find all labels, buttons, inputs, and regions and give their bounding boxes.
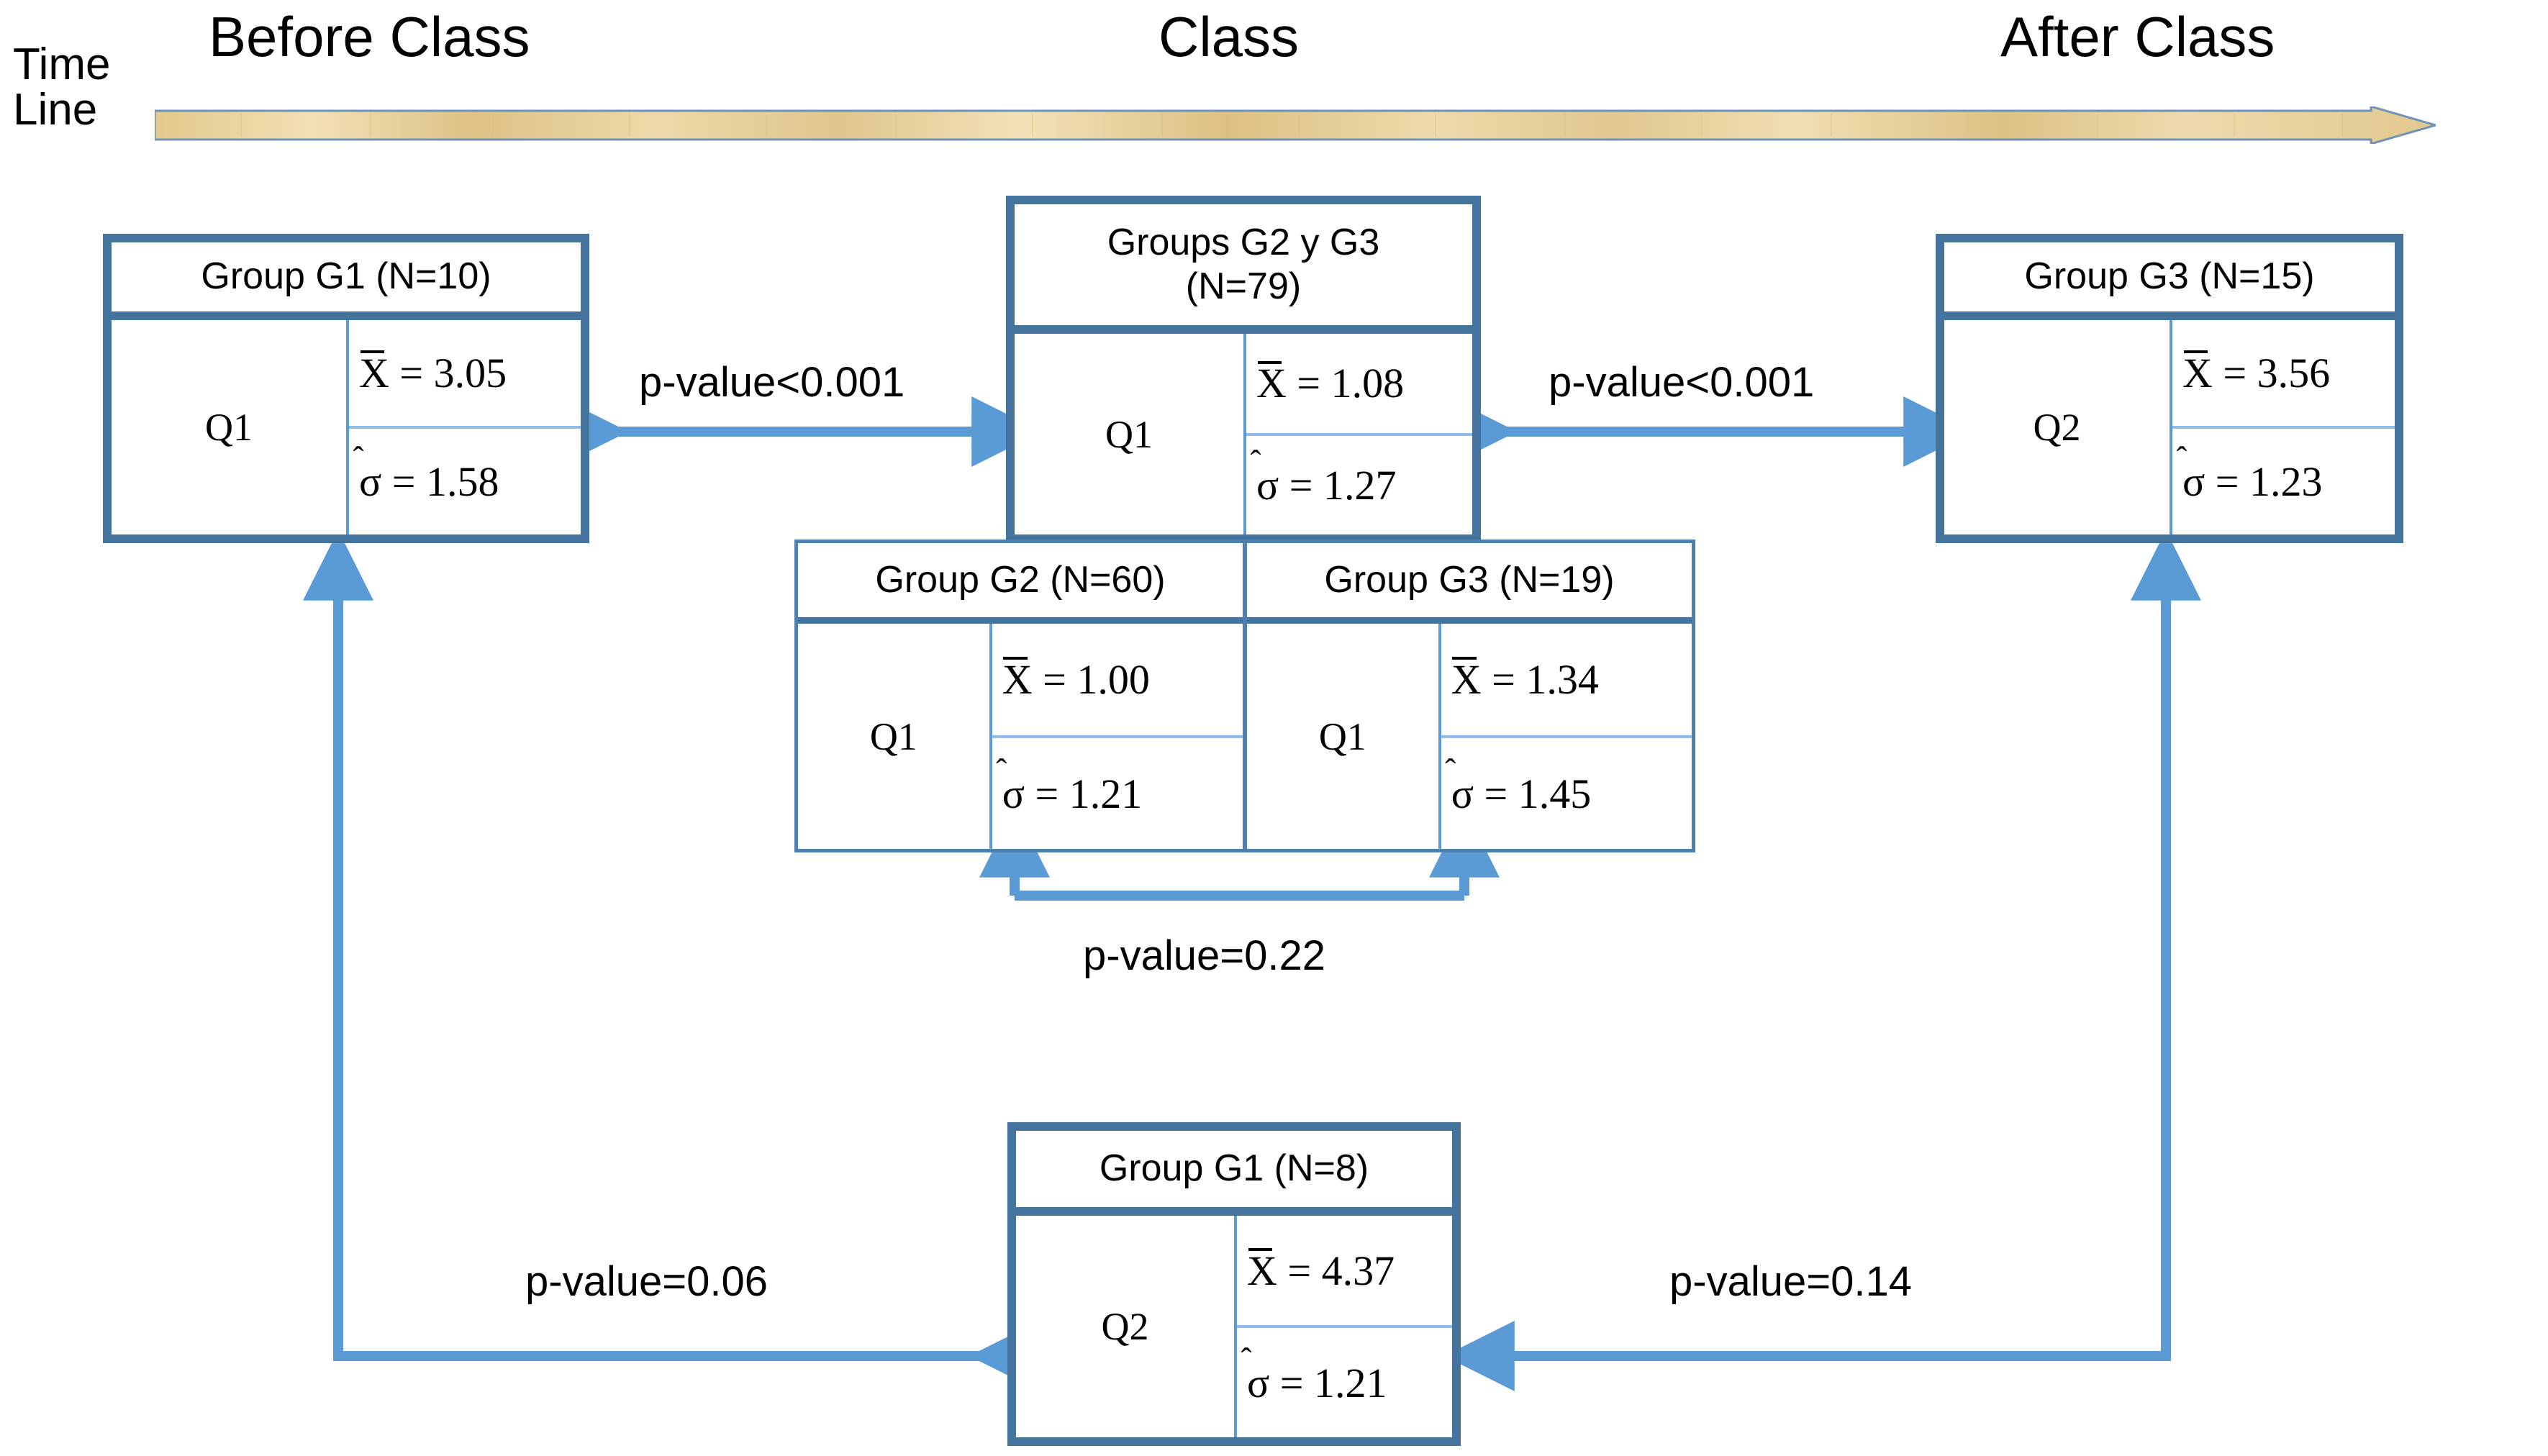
sd-symbol: ̂σ [2182,458,2205,505]
sd-stat: ̂σ = 1.45 [1441,738,1692,850]
box-group-g1-before-class[interactable]: Group G1 (N=10) Q1 X = 3.05 ̂σ = 1.58 [103,234,589,543]
timeline-phase-after-class: After Class [2000,5,2275,68]
stats-column: X = 1.00 ̂σ = 1.21 [989,624,1243,850]
timeline-row-label-line1: Time [13,40,111,89]
sd-stat: ̂σ = 1.23 [2172,429,2395,534]
sd-stat: ̂σ = 1.27 [1246,436,1472,535]
mean-stat: X = 1.08 [1246,334,1472,436]
stats-column: X = 1.08 ̂σ = 1.27 [1243,334,1472,534]
mean-symbol: X [1247,1247,1277,1294]
sd-stat: ̂σ = 1.58 [349,429,581,534]
mean-stat: X = 1.34 [1441,624,1692,738]
mean-value: = 1.34 [1492,656,1599,703]
timeline-phase-class: Class [1159,5,1300,68]
stats-column: X = 3.05 ̂σ = 1.58 [346,320,581,534]
box-title: Group G3 (N=15) [1944,242,2395,320]
box-body: Q1 X = 3.05 ̂σ = 1.58 [112,320,581,534]
sd-value: = 1.23 [2215,458,2323,505]
box-title: Group G3 (N=19) [1247,543,1692,624]
sd-symbol: ̂σ [359,458,382,505]
sd-value: = 1.27 [1289,461,1397,509]
quarter-label: Q1 [1105,412,1153,456]
sd-symbol: ̂σ [1002,770,1025,817]
mean-stat: X = 3.05 [349,320,581,429]
box-title: Group G1 (N=8) [1016,1131,1452,1216]
mean-value: = 1.00 [1043,656,1150,703]
box-title-line2: (N=79) [1185,265,1302,307]
box-body: Q2 X = 4.37 ̂σ = 1.21 [1016,1216,1452,1437]
quarter-label: Q2 [2033,406,2081,449]
mean-symbol: X [1451,656,1482,703]
box-title: Groups G2 y G3 (N=79) [1015,204,1472,334]
mean-value: = 3.05 [399,350,507,396]
mean-symbol: X [1002,656,1033,703]
mean-stat: X = 3.56 [2172,320,2395,429]
box-body: Q1 X = 1.00 ̂σ = 1.21 [798,624,1243,850]
pvalue-g2-vs-g3-class: p-value=0.22 [1083,932,1325,979]
quarter-label: Q2 [1101,1305,1149,1348]
box-body: Q2 X = 3.56 ̂σ = 1.23 [1944,320,2395,534]
box-group-g3-class[interactable]: Group G3 (N=19) Q1 X = 1.34 ̂σ = 1.45 [1243,540,1695,852]
box-groups-g2-g3-class[interactable]: Groups G2 y G3 (N=79) Q1 X = 1.08 ̂σ = 1… [1006,196,1481,543]
sd-value: = 1.21 [1035,770,1143,817]
stats-column: X = 4.37 ̂σ = 1.21 [1234,1216,1452,1437]
mean-symbol: X [1256,360,1287,407]
stats-column: X = 1.34 ̂σ = 1.45 [1438,624,1692,850]
timeline-arrow-bar [155,106,2436,144]
sd-value: = 1.21 [1279,1359,1387,1406]
pvalue-class-vs-g3after: p-value<0.001 [1549,359,1815,406]
sd-symbol: ̂σ [1451,770,1474,817]
mean-symbol: X [359,350,389,396]
mean-symbol: X [2182,350,2213,396]
mean-value: = 4.37 [1287,1247,1395,1294]
mean-value: = 1.08 [1297,360,1405,407]
quarter-label: Q1 [1318,715,1366,758]
quarter-label: Q1 [869,715,917,758]
sd-stat: ̂σ = 1.21 [992,738,1243,850]
box-group-g3-after-class[interactable]: Group G3 (N=15) Q2 X = 3.56 ̂σ = 1.23 [1936,234,2403,543]
box-group-g2-class[interactable]: Group G2 (N=60) Q1 X = 1.00 ̂σ = 1.21 [794,540,1246,852]
mean-stat: X = 4.37 [1237,1216,1452,1328]
box-title: Group G2 (N=60) [798,543,1243,624]
timeline-row-label: Time Line [13,40,111,135]
timeline-row-label-line2: Line [13,85,98,135]
stats-column: X = 3.56 ̂σ = 1.23 [2170,320,2395,534]
box-title-line1: Groups G2 y G3 [1107,221,1380,263]
box-title: Group G1 (N=10) [112,242,581,320]
mean-value: = 3.56 [2223,350,2331,396]
sd-symbol: ̂σ [1256,461,1279,509]
quarter-label: Q1 [205,406,253,449]
box-body: Q1 X = 1.08 ̂σ = 1.27 [1015,334,1472,534]
sd-value: = 1.58 [391,458,499,505]
sd-value: = 1.45 [1484,770,1592,817]
pvalue-g1before-vs-g1after: p-value=0.06 [525,1258,768,1305]
pvalue-g3after-vs-g1after: p-value=0.14 [1669,1258,1912,1305]
timeline-phase-before-class: Before Class [209,5,530,68]
sd-stat: ̂σ = 1.21 [1237,1328,1452,1437]
pvalue-g1before-vs-class: p-value<0.001 [639,359,905,406]
box-group-g1-after-class[interactable]: Group G1 (N=8) Q2 X = 4.37 ̂σ = 1.21 [1007,1122,1461,1446]
box-body: Q1 X = 1.34 ̂σ = 1.45 [1247,624,1692,850]
mean-stat: X = 1.00 [992,624,1243,738]
sd-symbol: ̂σ [1247,1359,1270,1406]
